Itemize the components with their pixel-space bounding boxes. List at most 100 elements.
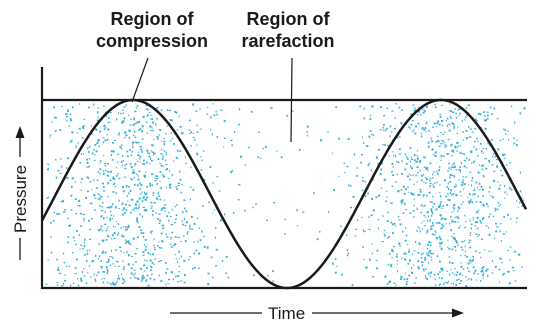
particle-dot — [396, 173, 398, 176]
particle-dot — [185, 156, 187, 159]
particle-dot — [142, 163, 145, 165]
particle-dot — [460, 280, 463, 282]
particle-dot — [406, 175, 409, 178]
particle-dot — [372, 179, 374, 181]
particle-dot — [130, 272, 133, 275]
particle-dot — [150, 265, 152, 268]
particle-dot — [120, 112, 122, 115]
particle-dot — [107, 270, 109, 273]
particle-dot — [464, 245, 466, 248]
particle-dot — [125, 186, 128, 188]
particle-dot — [198, 252, 201, 255]
particle-dot — [511, 266, 514, 269]
particle-dot — [182, 223, 185, 226]
particle-dot — [197, 154, 199, 156]
particle-dot — [476, 120, 479, 122]
particle-dot — [386, 283, 389, 285]
particle-dot — [110, 238, 113, 240]
particle-dot — [462, 131, 464, 133]
particle-dot — [130, 178, 132, 180]
particle-dot — [141, 150, 144, 153]
particle-dot — [451, 193, 454, 196]
particle-dot — [168, 219, 170, 222]
particle-dot — [423, 181, 425, 183]
particle-dot — [230, 139, 233, 142]
particle-dot — [424, 225, 426, 227]
particle-dot — [98, 194, 101, 196]
particle-dot — [168, 278, 171, 281]
particle-dot — [471, 131, 474, 133]
particle-dot — [125, 104, 127, 107]
particle-dot — [142, 251, 145, 254]
particle-dot — [453, 126, 455, 128]
particle-dot — [171, 138, 174, 140]
particle-dot — [397, 215, 400, 218]
particle-dot — [188, 259, 190, 261]
particle-dot — [466, 114, 468, 117]
particle-dot — [393, 154, 395, 157]
particle-dot — [74, 181, 76, 183]
particle-dot — [121, 209, 124, 211]
particle-dot — [107, 226, 109, 228]
particle-dot — [142, 159, 145, 162]
particle-dot — [439, 184, 441, 186]
particle-dot — [118, 177, 121, 180]
particle-dot — [442, 224, 444, 227]
particle-dot — [494, 207, 497, 210]
particle-dot — [462, 181, 464, 184]
particle-dot — [445, 145, 447, 147]
particle-dot — [410, 156, 412, 159]
particle-dot — [426, 229, 429, 232]
particle-dot — [455, 249, 457, 252]
particle-dot — [391, 185, 394, 187]
particle-dot — [192, 132, 194, 134]
particle-dot — [45, 283, 48, 285]
particle-dot — [125, 228, 127, 231]
particle-dot — [483, 272, 485, 275]
particle-dot — [347, 138, 350, 140]
particle-dot — [496, 226, 499, 228]
particle-dot — [134, 207, 137, 209]
particle-dot — [130, 255, 133, 257]
particle-dot — [124, 132, 126, 134]
particle-dot — [117, 233, 119, 236]
particle-dot — [440, 227, 442, 230]
particle-dot — [156, 198, 159, 200]
particle-dot — [439, 192, 441, 194]
particle-dot — [408, 274, 411, 277]
particle-dot — [168, 109, 172, 111]
particle-dot — [447, 182, 449, 185]
particle-dot — [426, 248, 429, 250]
particle-dot — [505, 231, 507, 233]
particle-dot — [134, 253, 137, 255]
particle-dot — [419, 190, 422, 193]
particle-dot — [164, 159, 167, 162]
particle-dot — [469, 232, 472, 234]
particle-dot — [413, 216, 415, 218]
particle-dot — [99, 255, 101, 258]
particle-dot — [125, 209, 128, 212]
particle-dot — [176, 157, 179, 160]
particle-dot — [179, 179, 182, 181]
particle-dot — [159, 198, 162, 201]
particle-dot — [136, 184, 139, 187]
particle-dot — [80, 152, 82, 155]
particle-dot — [490, 195, 492, 197]
particle-dot — [493, 180, 495, 183]
particle-dot — [141, 191, 143, 193]
particle-dot — [170, 140, 172, 142]
particle-dot — [367, 164, 369, 167]
particle-dot — [238, 108, 241, 111]
particle-dot — [377, 219, 380, 221]
particle-dot — [70, 118, 72, 120]
particle-dot — [371, 133, 373, 136]
particle-dot — [137, 278, 140, 280]
particle-dot — [136, 200, 139, 203]
particle-dot — [165, 163, 168, 166]
particle-dot — [120, 235, 122, 237]
particle-dot — [203, 235, 205, 238]
particle-dot — [451, 155, 454, 157]
particle-dot — [491, 196, 494, 199]
particle-dot — [97, 229, 100, 232]
particle-dot — [200, 156, 202, 158]
